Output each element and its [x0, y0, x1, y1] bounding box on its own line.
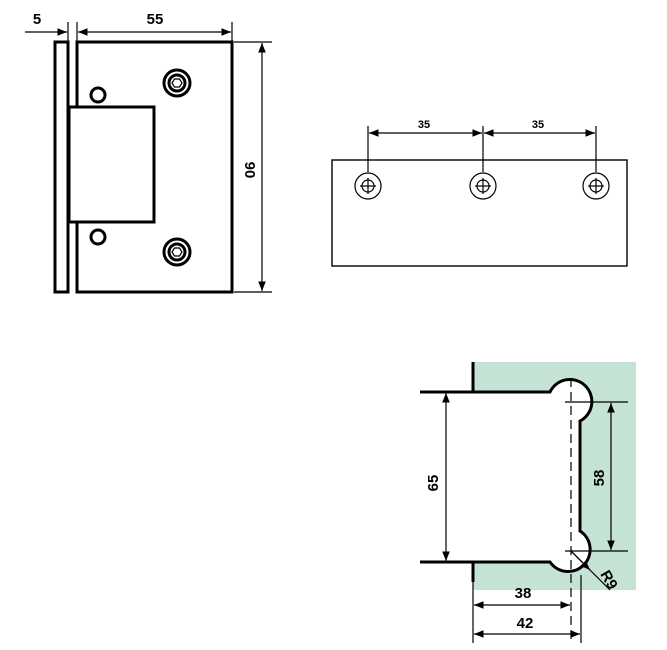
hex-bolt-icon	[162, 237, 192, 267]
countersunk-hole-icon	[469, 172, 497, 200]
dim-opening-label: 65	[425, 475, 442, 492]
glass-cutout	[420, 379, 592, 572]
dim-spacing-2-label: 35	[532, 119, 544, 131]
top-view: 35 35	[331, 119, 628, 267]
dim-height-label: 90	[241, 162, 258, 179]
front-view: 5 55 90	[25, 11, 272, 294]
dim-offset-inner-label: 38	[515, 585, 532, 602]
dim-thickness-label: 5	[33, 11, 41, 28]
dim-pivot-span-label: 58	[591, 470, 608, 487]
countersunk-hole-icon	[354, 172, 382, 200]
dim-offset-outer-label: 42	[517, 615, 534, 632]
dim-spacing-1-label: 35	[418, 119, 430, 131]
screw-hole-icon	[89, 86, 107, 104]
screw-hole-icon	[89, 228, 107, 246]
dim-width-label: 55	[147, 11, 164, 28]
hex-bolt-icon	[162, 68, 192, 98]
hinge-body	[67, 105, 156, 224]
glass-plate	[53, 40, 70, 294]
countersunk-hole-icon	[582, 172, 610, 200]
section-view: 65 58 R9 38 42	[420, 362, 636, 643]
plate-outline	[331, 159, 628, 267]
